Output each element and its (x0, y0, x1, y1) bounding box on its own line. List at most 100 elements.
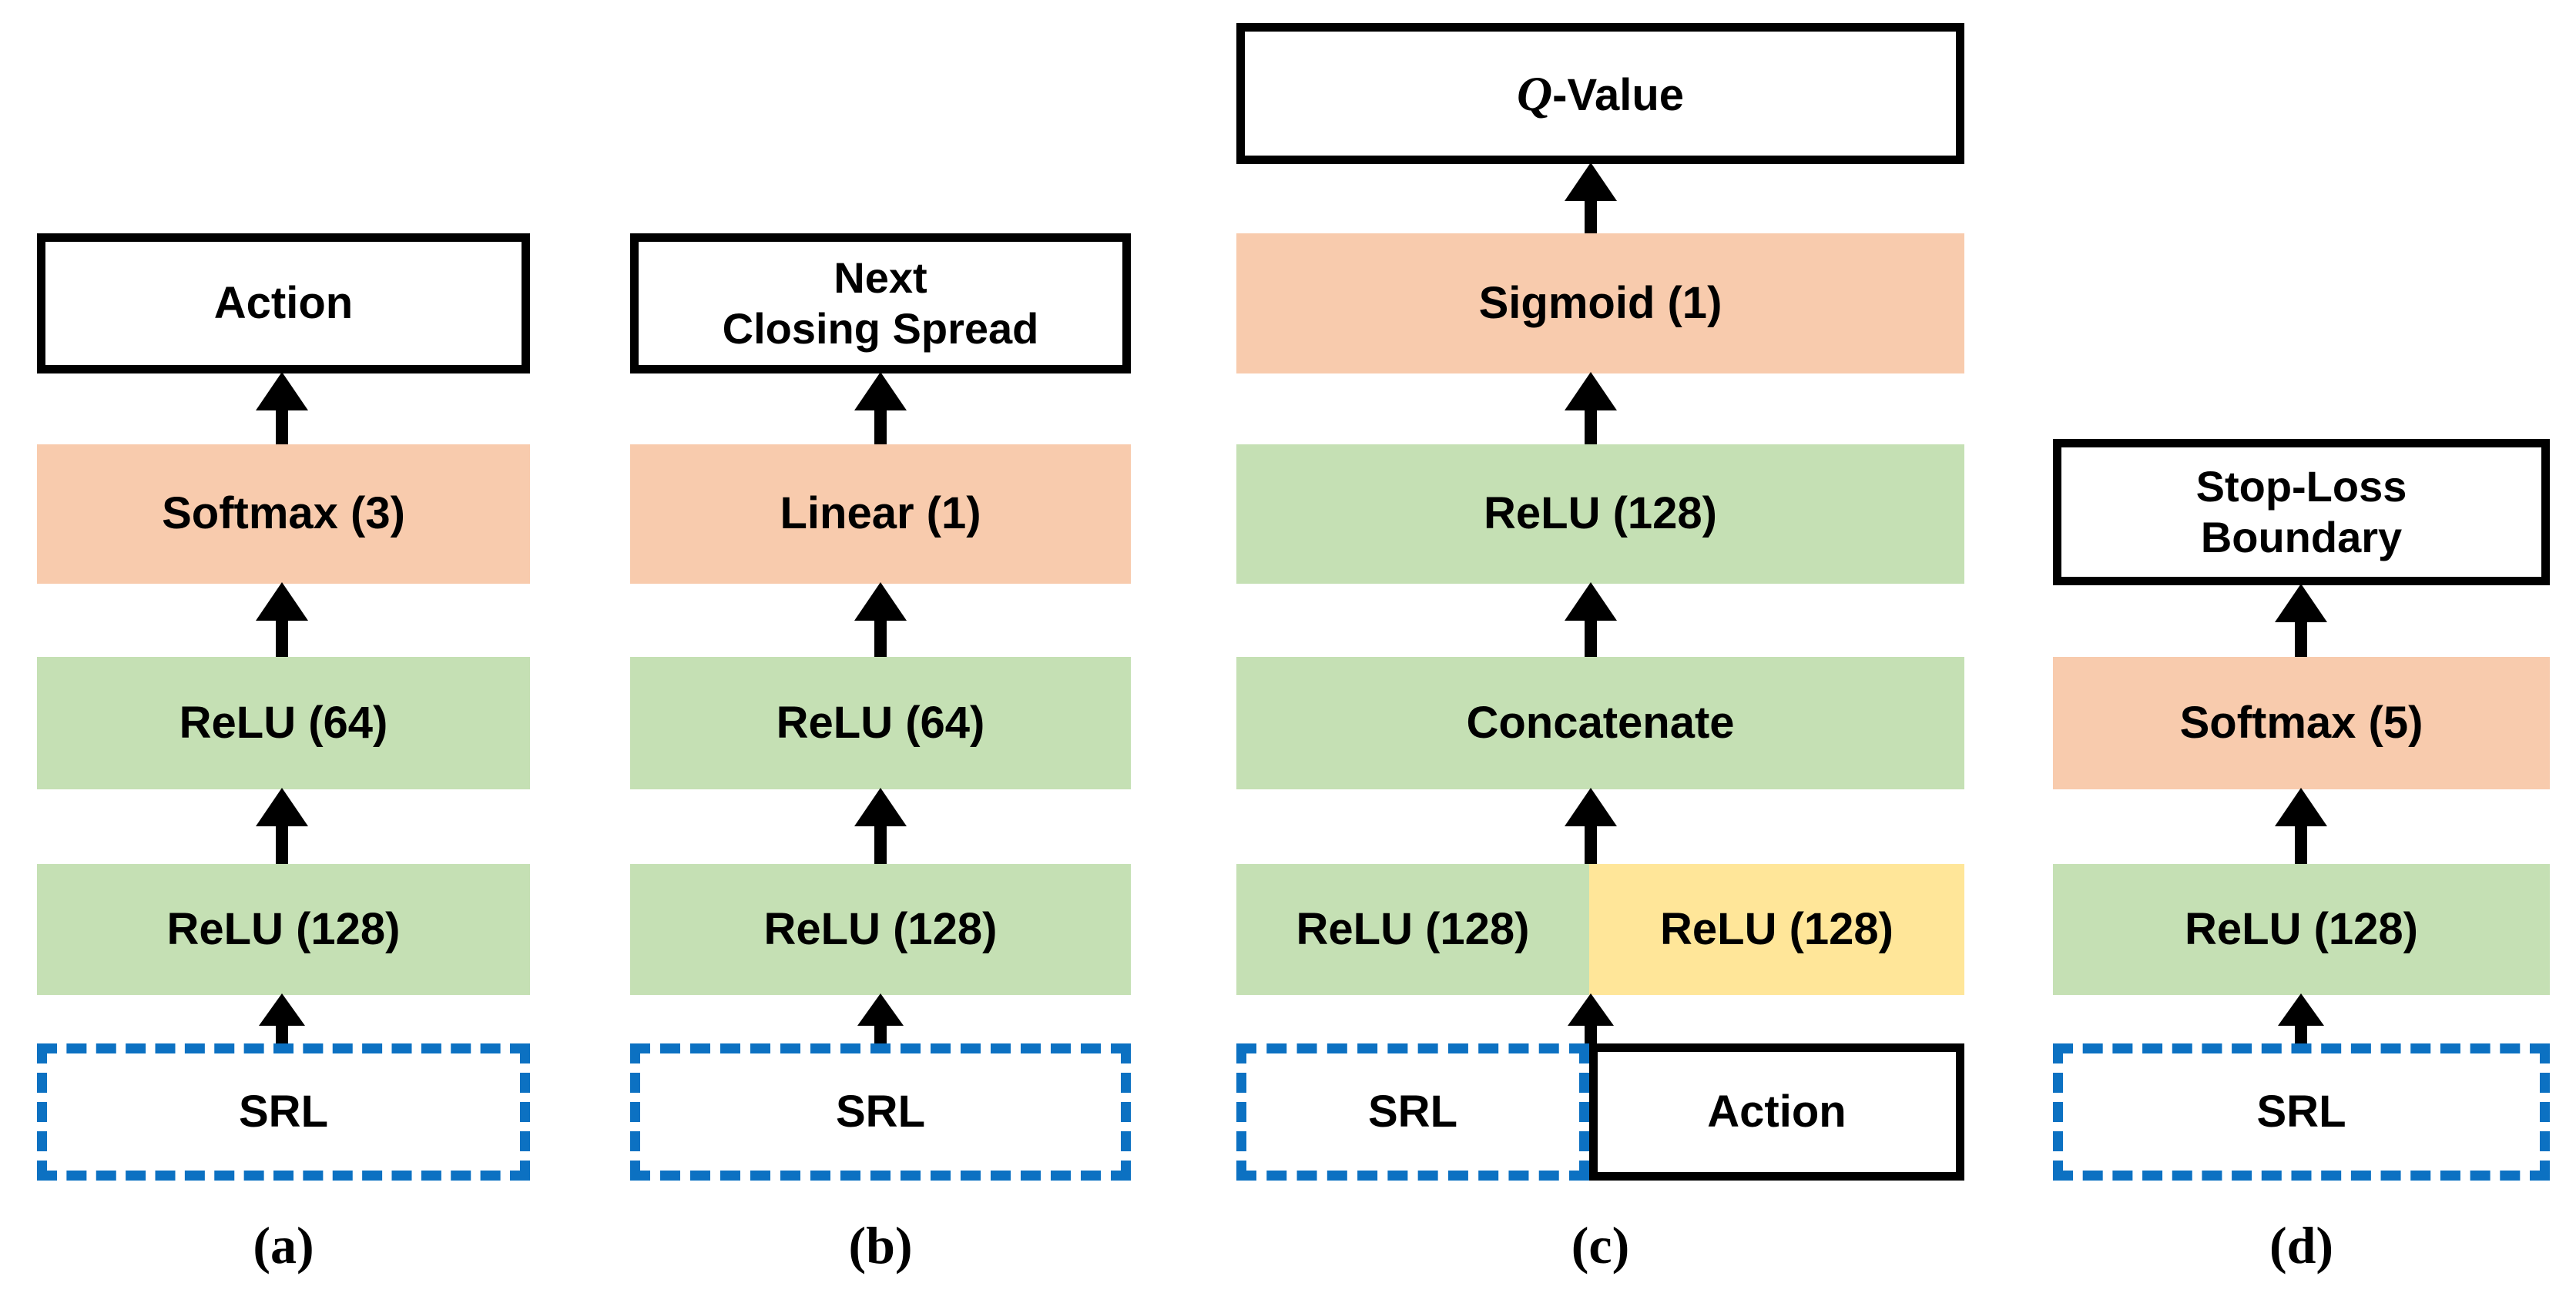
panel-c-output-box: Q-Value (1236, 23, 1964, 164)
panel-a-srl-input-box: SRL (37, 1043, 530, 1181)
panel-d-arrow-1 (2273, 584, 2329, 658)
input-label: SRL (239, 1086, 328, 1137)
panel-c-arrow-2 (1563, 372, 1618, 446)
panel-c-sigmoid-layer: Sigmoid (1) (1236, 233, 1964, 373)
arrow-shaft (1585, 826, 1597, 866)
arrow-shaft (276, 621, 288, 658)
panel-a-caption: (a) (253, 1216, 314, 1274)
input-label: SRL (2256, 1086, 2346, 1137)
panel-b-relu128-layer: ReLU (128) (630, 864, 1131, 995)
arrow-head (854, 372, 907, 410)
panel-a-output-label: Action (213, 277, 354, 328)
panel-a-arrow-2 (254, 582, 310, 658)
panel-c-relu128-state-branch: ReLU (128) (1236, 864, 1589, 995)
panel-a-output-box: Action (37, 233, 530, 373)
panel-d-arrow-3 (2273, 993, 2329, 1045)
panel-c-caption: (c) (1571, 1216, 1630, 1274)
arrow-shaft (276, 1026, 288, 1045)
arrow-head (854, 788, 907, 826)
panel-b-srl-input-box: SRL (630, 1043, 1131, 1181)
arrow-head (256, 582, 308, 621)
panel-b-arrow-2 (853, 582, 908, 658)
input-label: SRL (836, 1086, 925, 1137)
layer-label: Softmax (3) (162, 488, 405, 539)
layer-label: ReLU (128) (1660, 903, 1893, 954)
panel-a-arrow-1 (254, 372, 310, 446)
panel-a-relu128-layer: ReLU (128) (37, 864, 530, 995)
arrow-shaft (1585, 621, 1597, 658)
arrow-head (857, 993, 904, 1026)
q-value-rest: -Value (1552, 69, 1685, 120)
arrow-head (1565, 372, 1617, 410)
arrow-shaft (276, 410, 288, 446)
panel-b-output-line2: Closing Spread (722, 304, 1039, 353)
arrow-shaft (2295, 1026, 2307, 1045)
arrow-head (2275, 584, 2327, 622)
panel-b-caption: (b) (848, 1216, 913, 1274)
panel-c-srl-input-box: SRL (1236, 1043, 1589, 1181)
layer-label: ReLU (128) (1484, 488, 1717, 539)
arrow-head (1565, 582, 1617, 621)
layer-label: ReLU (128) (166, 903, 401, 954)
arrow-head (1565, 788, 1617, 826)
panel-b-output-box: Next Closing Spread (630, 233, 1131, 373)
arrow-head (256, 788, 308, 826)
panel-b-arrow-1 (853, 372, 908, 446)
panel-d-relu128-layer: ReLU (128) (2053, 864, 2550, 995)
layer-label: ReLU (128) (2185, 903, 2418, 954)
input-label: SRL (1368, 1086, 1457, 1137)
panel-c-arrow-3 (1563, 582, 1618, 658)
panel-b-output-line1: Next (834, 253, 927, 302)
arrow-shaft (2295, 622, 2307, 658)
input-label: Action (1707, 1086, 1846, 1137)
panel-d-arrow-2 (2273, 788, 2329, 866)
layer-label: Linear (1) (780, 488, 981, 539)
panel-d-caption: (d) (2269, 1216, 2334, 1274)
arrow-shaft (1585, 410, 1597, 446)
arrow-shaft (1585, 1026, 1597, 1045)
layer-label: ReLU (128) (763, 903, 998, 954)
layer-label: Sigmoid (1) (1478, 277, 1722, 328)
panel-d-output-line2: Boundary (2200, 513, 2403, 561)
arrow-shaft (1585, 201, 1597, 235)
panel-d-output-box: Stop-Loss Boundary (2053, 439, 2550, 585)
arrow-shaft (874, 1026, 887, 1045)
panel-c-arrow-4 (1563, 788, 1618, 866)
arrow-shaft (2295, 826, 2307, 866)
panel-c-output-label: Q-Value (1517, 65, 1684, 123)
arrow-head (2275, 788, 2327, 826)
panel-b-arrow-4 (853, 993, 908, 1045)
arrow-shaft (874, 621, 887, 658)
panel-b-relu64-layer: ReLU (64) (630, 657, 1131, 789)
panel-a-arrow-4 (254, 993, 310, 1045)
q-value-italic-q: Q (1516, 65, 1553, 121)
panel-d-srl-input-box: SRL (2053, 1043, 2550, 1181)
arrow-head (2278, 993, 2324, 1026)
arrow-shaft (874, 826, 887, 866)
panel-c-concatenate-layer: Concatenate (1236, 657, 1964, 789)
arrow-head (259, 993, 305, 1026)
arrow-head (1565, 162, 1617, 201)
panel-d-softmax-layer: Softmax (5) (2053, 657, 2550, 789)
panel-c-action-input-box: Action (1589, 1043, 1964, 1181)
layer-label: Concatenate (1466, 697, 1735, 748)
panel-a-softmax-layer: Softmax (3) (37, 444, 530, 584)
panel-c-relu128-action-branch: ReLU (128) (1589, 864, 1964, 995)
layer-label: ReLU (128) (1296, 903, 1530, 954)
panel-b-linear-layer: Linear (1) (630, 444, 1131, 584)
panel-b-arrow-3 (853, 788, 908, 866)
panel-c-arrow-5 (1563, 993, 1618, 1045)
panel-a-arrow-3 (254, 788, 310, 866)
arrow-head (854, 582, 907, 621)
arrow-head (1568, 993, 1614, 1026)
layer-label: ReLU (64) (179, 697, 388, 748)
arrow-head (256, 372, 308, 410)
arrow-shaft (276, 826, 288, 866)
panel-d-output-line1: Stop-Loss (2195, 461, 2407, 511)
layer-label: Softmax (5) (2179, 697, 2423, 748)
arrow-shaft (874, 410, 887, 446)
layer-label: ReLU (64) (776, 697, 985, 748)
panel-a-relu64-layer: ReLU (64) (37, 657, 530, 789)
panel-c-arrow-1 (1563, 162, 1618, 235)
